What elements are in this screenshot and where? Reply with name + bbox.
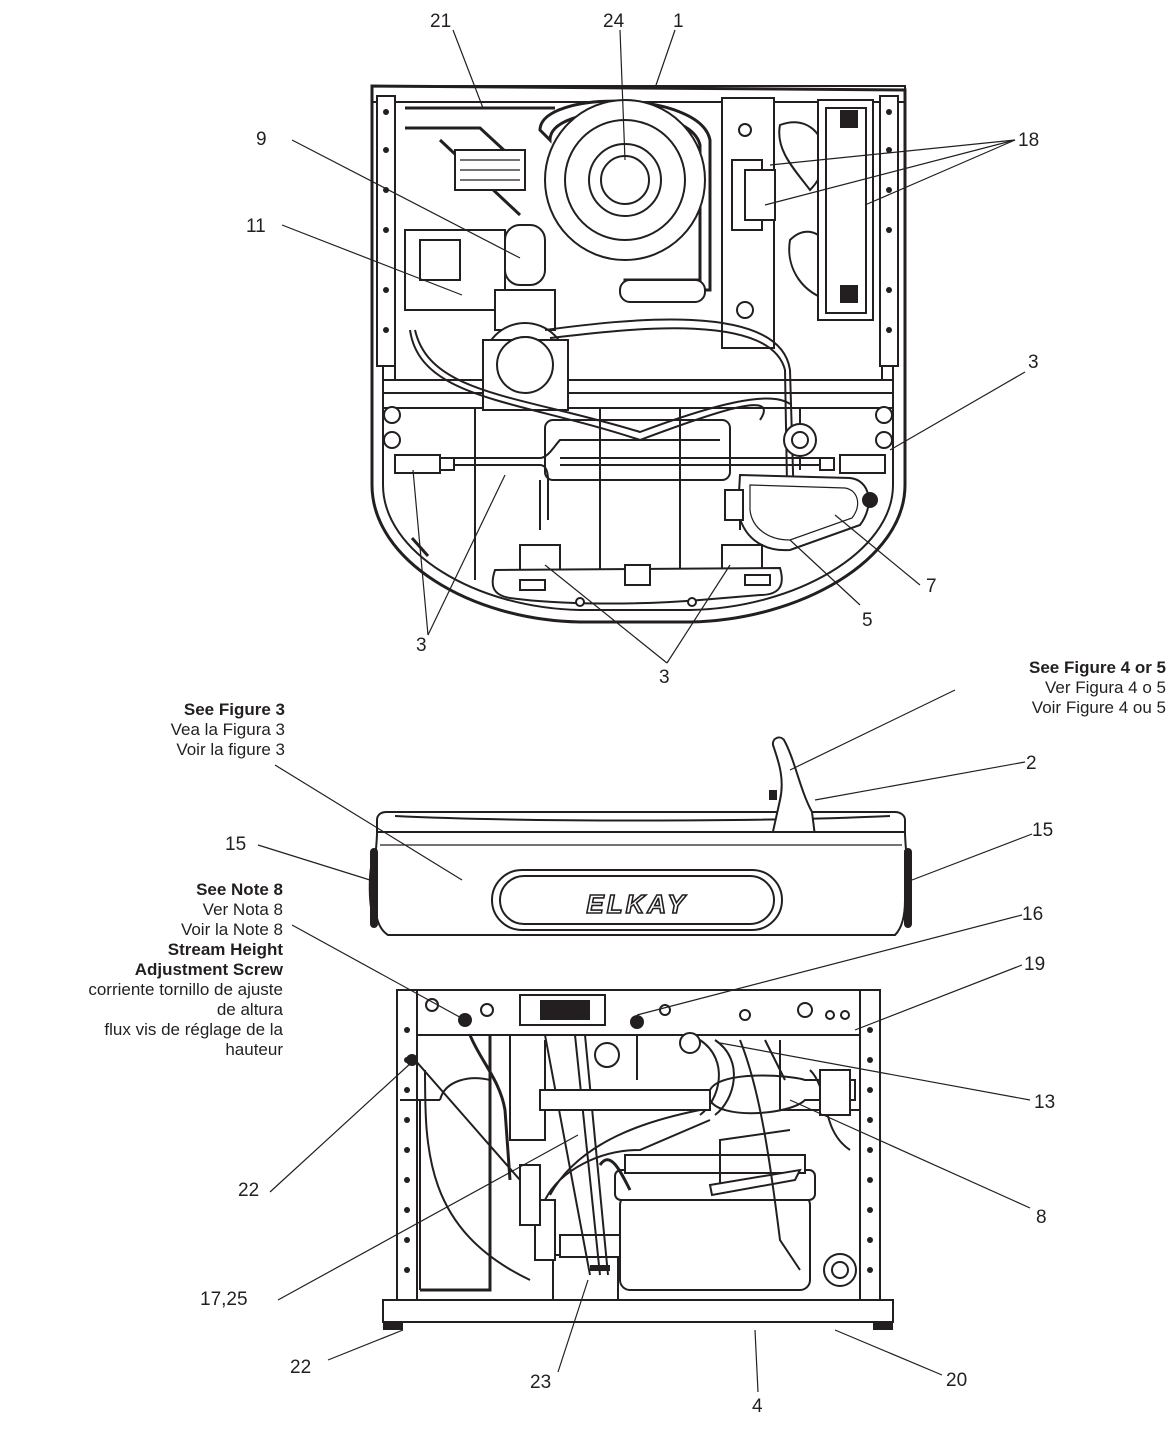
pan-partitions — [474, 408, 801, 580]
control-bracket — [409, 989, 866, 1036]
callout-22-left: 22 — [238, 1180, 259, 1201]
top-chassis-inner-outline — [382, 338, 894, 611]
top-tubing — [409, 318, 820, 541]
note8-fr-1: flux vis de réglage de la — [104, 1020, 283, 1039]
callout-15-right: 15 — [1032, 820, 1053, 841]
bubbler — [770, 736, 817, 837]
note-fig3-es: Vea la Figura 3 — [171, 720, 285, 739]
note8-en: See Note 8 — [196, 880, 283, 899]
note-fig3-en: See Figure 3 — [184, 700, 285, 719]
callout-15-left: 15 — [225, 834, 246, 855]
logo-badge — [491, 869, 783, 931]
frame-rail-left — [376, 95, 396, 367]
note8-title-2: Adjustment Screw — [135, 960, 284, 979]
bubbler-bracket — [410, 537, 783, 607]
mounting-bracket — [721, 97, 776, 349]
callout-11: 11 — [246, 216, 266, 237]
callout-3-right: 3 — [1028, 352, 1039, 373]
callout-2: 2 — [1026, 753, 1037, 774]
callout-7: 7 — [926, 576, 937, 597]
note-fig45-es: Ver Figura 4 o 5 — [1045, 678, 1166, 697]
callout-19: 19 — [1024, 954, 1045, 975]
condenser-fan — [778, 99, 874, 321]
solenoid-valve-area — [404, 224, 569, 411]
relay-box — [534, 1199, 621, 1301]
callout-24: 24 — [603, 11, 625, 32]
fan-assembly — [538, 99, 712, 303]
callout-22-bottom: 22 — [290, 1357, 311, 1378]
callout-16: 16 — [1022, 904, 1043, 925]
callout-1: 1 — [673, 11, 684, 32]
callout-17-25: 17,25 — [200, 1289, 248, 1310]
note8-es-2: de altura — [217, 1000, 284, 1019]
callout-3-bottom: 3 — [659, 667, 670, 688]
fittings — [383, 406, 893, 576]
basin-top — [376, 811, 906, 833]
note-fig45-en: See Figure 4 or 5 — [1029, 658, 1166, 677]
note8-es: Ver Nota 8 — [203, 900, 283, 919]
note-fig3-fr: Voir la figure 3 — [176, 740, 285, 759]
callout-3-left: 3 — [416, 635, 427, 656]
note-fig45-fr: Voir Figure 4 ou 5 — [1032, 698, 1166, 717]
frame-rail-right — [879, 95, 899, 367]
cabinet-frame — [382, 989, 894, 1330]
note8-fr: Voir la Note 8 — [181, 920, 283, 939]
callout-18: 18 — [1018, 130, 1039, 151]
top-chassis-outline — [370, 84, 907, 624]
callout-20: 20 — [946, 1370, 967, 1391]
front-tubing — [400, 1032, 860, 1292]
note8-fr-2: hauteur — [225, 1040, 283, 1059]
regulator-bracket — [724, 423, 878, 552]
callout-21: 21 — [430, 11, 451, 32]
callout-8: 8 — [1036, 1207, 1047, 1228]
callout-5: 5 — [862, 610, 873, 631]
note8-es-1: corriente tornillo de ajuste — [88, 980, 283, 999]
compressor — [614, 1129, 816, 1291]
top-callouts: 21 24 1 18 9 11 3 3 3 7 5 — [246, 11, 1039, 688]
callout-23: 23 — [530, 1372, 551, 1393]
callout-13: 13 — [1034, 1092, 1055, 1113]
callout-9: 9 — [256, 129, 267, 150]
callout-4: 4 — [752, 1396, 763, 1417]
front-view: ELKAY — [368, 736, 912, 1330]
note8-title-1: Stream Height — [168, 940, 284, 959]
front-callouts: See Figure 4 or 5 Ver Figura 4 o 5 Voir … — [88, 658, 1166, 1417]
top-view — [370, 84, 907, 624]
elkay-logo: ELKAY — [586, 889, 687, 919]
